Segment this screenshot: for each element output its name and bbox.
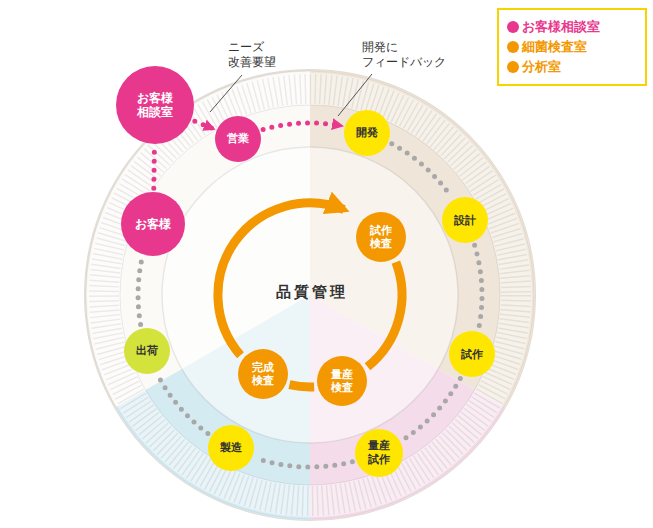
- inspection-circle: 完成 検査: [238, 349, 288, 399]
- consult-circle: お客様 相談室: [116, 66, 194, 144]
- legend-row: 分析室: [507, 58, 637, 76]
- dotted-connector: [158, 376, 208, 434]
- dotted-connector: [256, 458, 353, 467]
- rim-edge: [120, 105, 500, 485]
- customer-circle: お客様: [121, 192, 185, 256]
- rim-ribs: [104, 89, 516, 501]
- node-text: 試作 検査: [370, 224, 392, 250]
- legend-text: お客様相談室: [522, 18, 600, 36]
- node-text: 開発: [356, 126, 378, 139]
- callout-text: ニーズ 改善要望: [228, 40, 276, 70]
- dotted-connector: [392, 144, 451, 197]
- inspection-circle: 量産 検査: [317, 356, 367, 406]
- node-text: 量産 検査: [331, 368, 353, 394]
- step-circle: 製造: [208, 425, 254, 471]
- legend-text: 分析室: [522, 58, 561, 76]
- node-text: 設計: [454, 214, 476, 227]
- flow-arrow: [368, 262, 402, 367]
- flow-arrow: [289, 385, 314, 387]
- legend-row: 細菌検査室: [507, 38, 637, 56]
- legend-swatch: [507, 21, 519, 33]
- dotted-connector: [404, 379, 461, 440]
- step-circle: 開発: [344, 110, 390, 156]
- dotted-connector: [195, 121, 214, 129]
- dotted-connector: [263, 123, 342, 130]
- step-circle: 設計: [442, 197, 488, 243]
- node-text: お客様: [135, 217, 171, 231]
- node-text: 製造: [220, 441, 242, 454]
- sales-circle: 営業: [215, 116, 261, 162]
- legend-box: お客様相談室細菌検査室分析室: [497, 8, 647, 86]
- ship-circle: 出荷: [124, 328, 170, 374]
- callout-text: 開発に フィードバック: [362, 40, 446, 70]
- node-text: お客様 相談室: [137, 91, 173, 120]
- legend-row: お客様相談室: [507, 18, 637, 36]
- node-text: 試作: [461, 348, 483, 361]
- dotted-connector: [151, 148, 157, 188]
- inspection-circle: 試作 検査: [356, 212, 406, 262]
- dotted-connector: [475, 245, 482, 328]
- legend-swatch: [507, 61, 519, 73]
- step-circle: 試作: [449, 331, 495, 377]
- plate-rim: [104, 89, 516, 501]
- node-text: 量産 試作: [368, 439, 390, 465]
- step-circle: 量産 試作: [355, 429, 403, 477]
- node-text: 完成 検査: [252, 361, 274, 387]
- node-text: 営業: [227, 132, 249, 145]
- dotted-connector: [138, 258, 142, 324]
- flow-arrow: [218, 203, 344, 355]
- center-title: 品質管理: [276, 283, 348, 302]
- legend-text: 細菌検査室: [522, 38, 587, 56]
- leader-line: [210, 75, 242, 112]
- legend-swatch: [507, 41, 519, 53]
- plate-well: [162, 147, 458, 443]
- node-text: 出荷: [136, 344, 158, 357]
